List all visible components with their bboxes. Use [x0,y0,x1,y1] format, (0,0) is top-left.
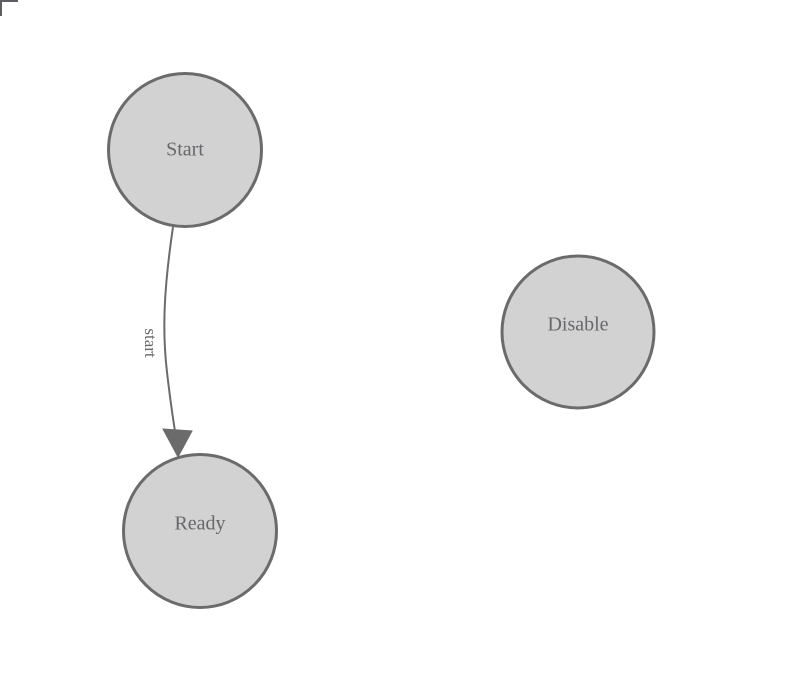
edge-path [163,226,179,451]
edge-start-to-ready[interactable]: start [141,226,193,459]
node-ready-circle[interactable] [122,453,278,609]
arrowhead-icon [162,428,193,459]
node-ready[interactable]: Ready [122,453,278,609]
node-disable-circle[interactable] [500,254,656,410]
canvas-corner-mark-icon [0,0,18,16]
node-disable[interactable]: Disable [500,254,656,410]
node-ready-label: Ready [174,513,225,535]
node-start-circle[interactable] [107,72,263,228]
node-start-label: Start [166,139,204,161]
node-disable-label: Disable [547,314,608,336]
node-start[interactable]: Start [107,72,263,228]
edge-label-start: start [141,328,160,358]
